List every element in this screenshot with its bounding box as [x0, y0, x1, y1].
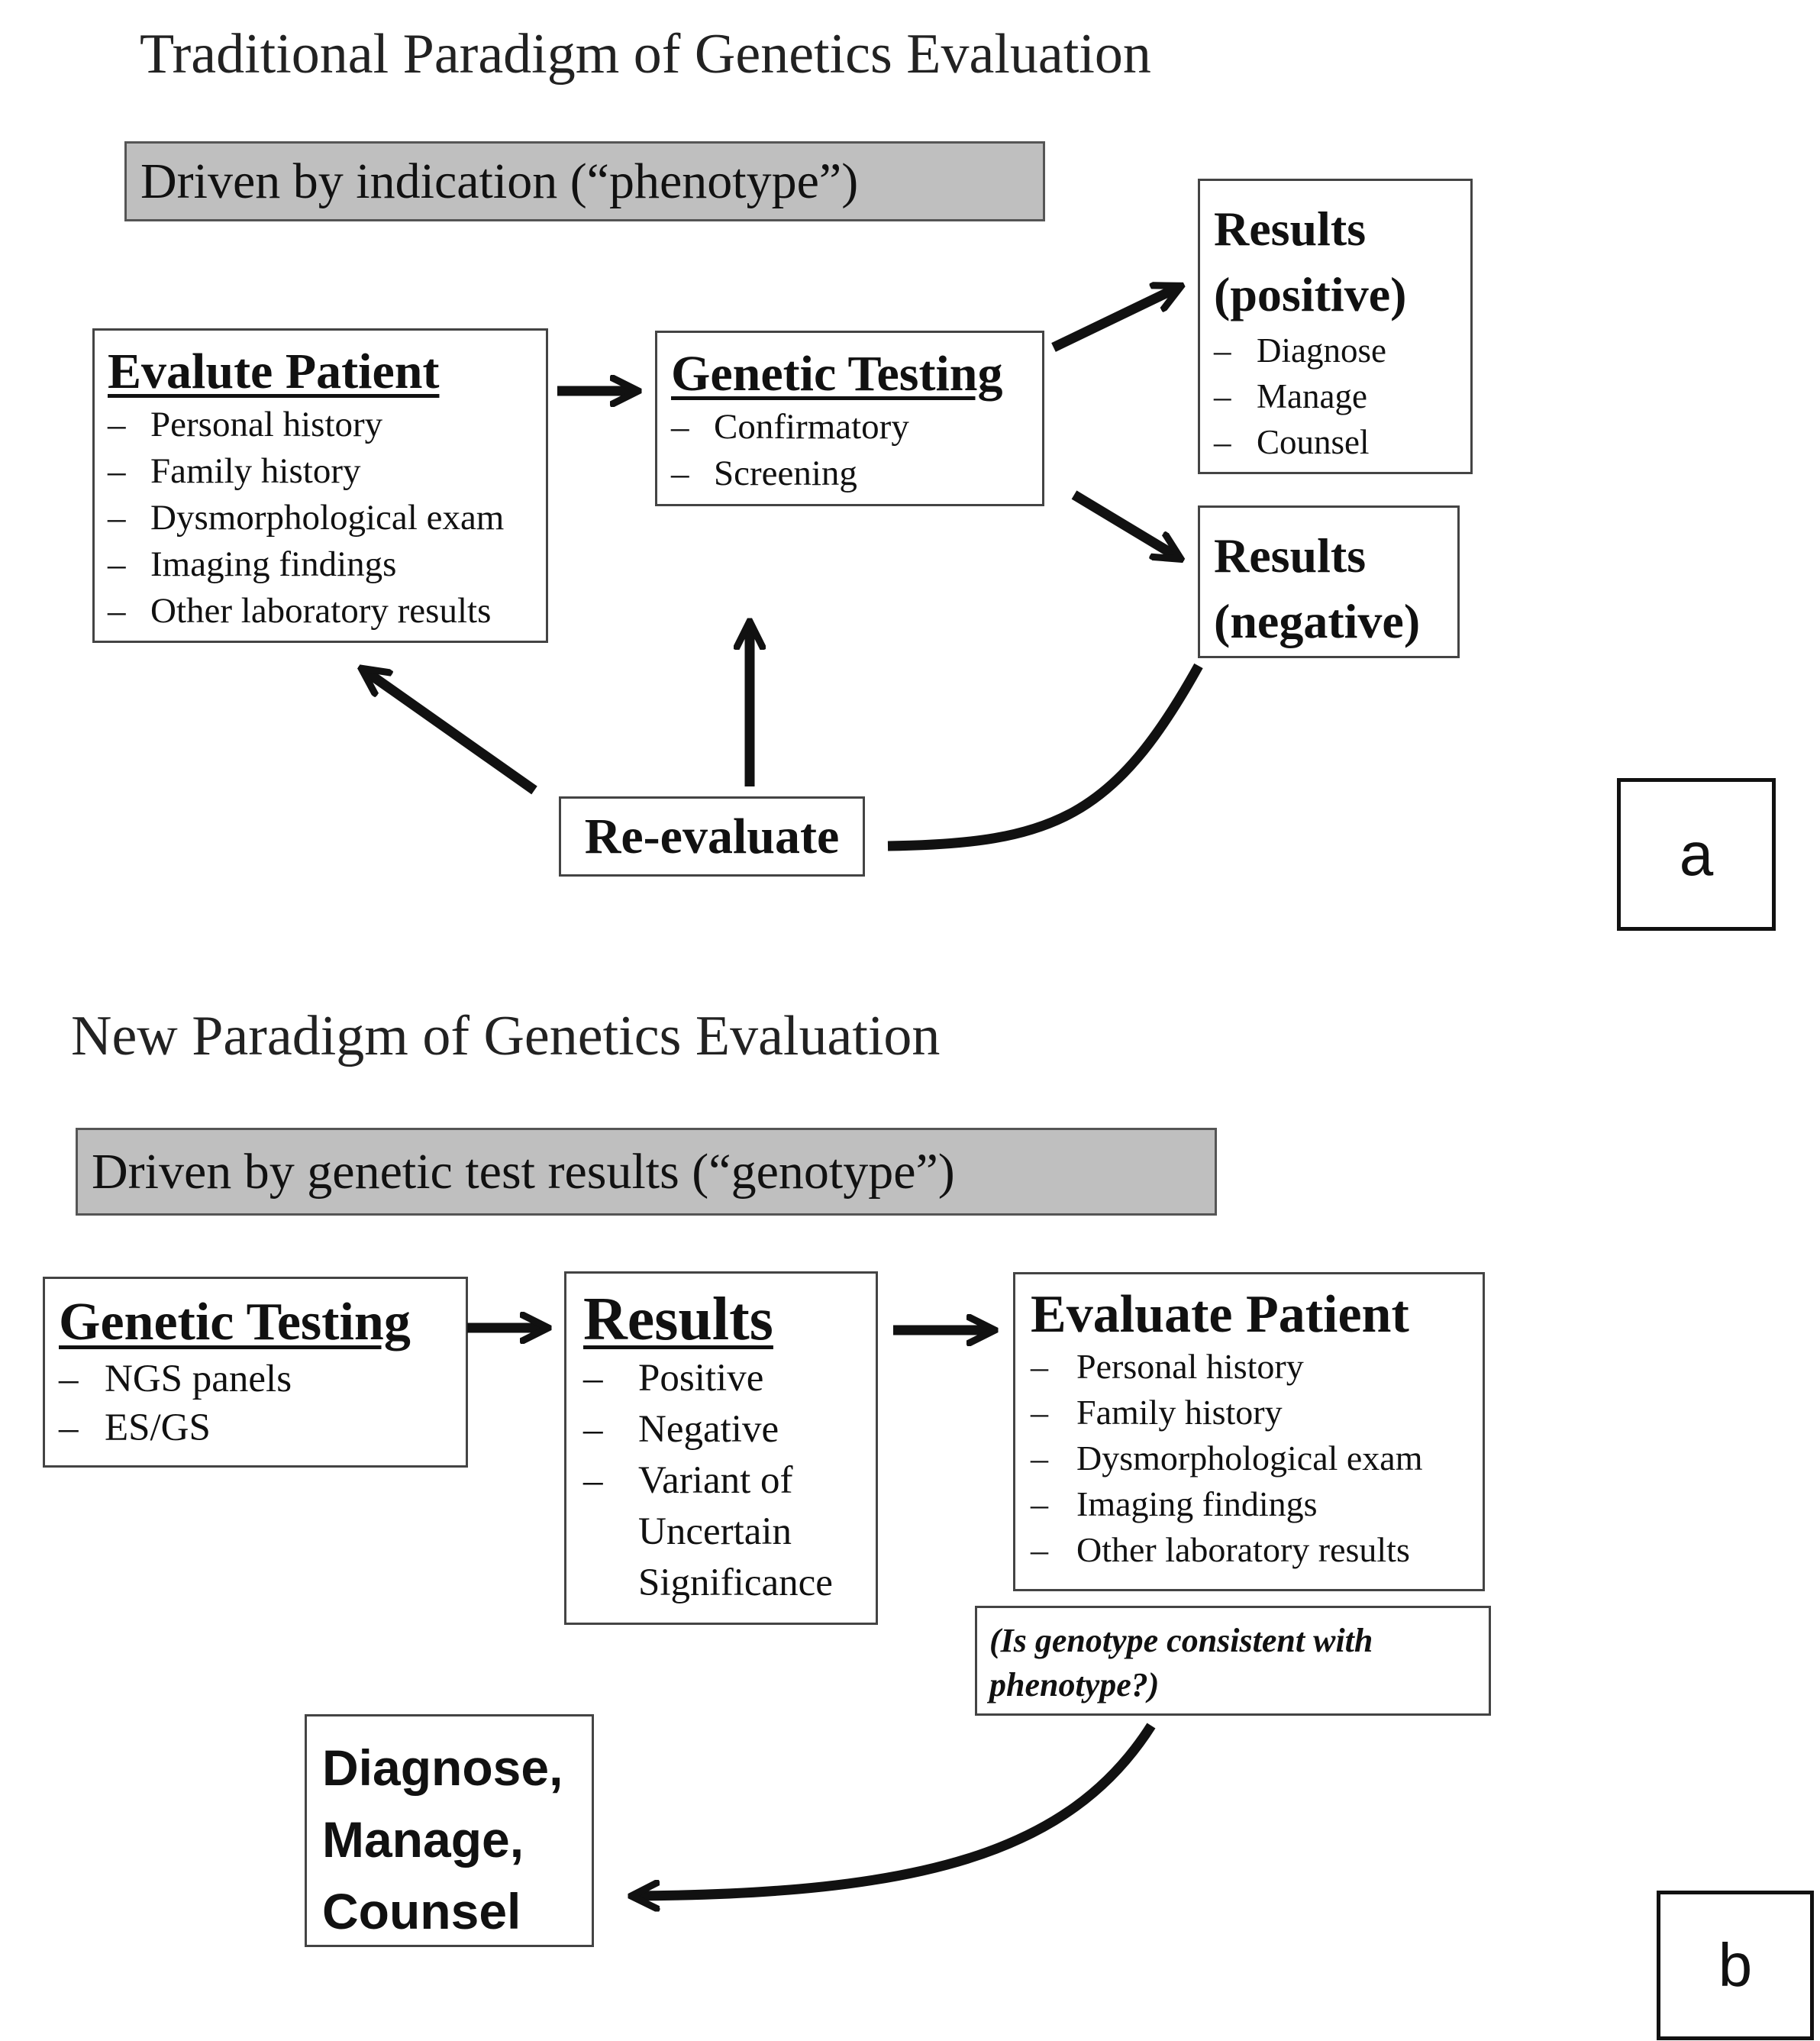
- outcome-box: Diagnose, Manage, Counsel: [305, 1714, 594, 1947]
- arrow-negative-to-reevaluate: [887, 663, 1203, 851]
- panel-label-b: b: [1657, 1891, 1814, 2040]
- list-item: Diagnose: [1214, 328, 1470, 373]
- arrow-testing-to-negative: [1071, 490, 1176, 556]
- list-item-continued: Uncertain: [638, 1510, 792, 1553]
- arrow-reevaluate-to-evaluate: [366, 672, 537, 795]
- panel-b-title: New Paradigm of Genetics Evaluation: [71, 1005, 941, 1067]
- list-item: NGS panels: [59, 1355, 466, 1403]
- outcome-line-diagnose: Diagnose,: [322, 1739, 563, 1796]
- genetic-testing-heading-a: Genetic Testing: [671, 346, 1003, 402]
- arrow-testing-to-positive: [1051, 289, 1176, 352]
- arrow-question-to-outcome: [637, 1723, 1156, 1896]
- list-item: Counsel: [1214, 419, 1470, 465]
- results-positive-box: Results (positive) Diagnose Manage Couns…: [1198, 179, 1473, 474]
- results-negative-heading-line1: Results: [1214, 528, 1367, 583]
- list-item: Dysmorphological exam: [108, 495, 546, 541]
- results-negative-heading-line2: (negative): [1214, 594, 1421, 648]
- genetic-testing-list-a: Confirmatory Screening: [671, 404, 1042, 497]
- list-item: Negative: [583, 1404, 876, 1455]
- panel-b-banner: Driven by genetic test results (“genotyp…: [76, 1128, 1217, 1216]
- list-item: Other laboratory results: [1031, 1527, 1483, 1573]
- list-item: Variant of: [583, 1455, 876, 1507]
- evaluate-patient-heading-b: Evaluate Patient: [1031, 1285, 1409, 1344]
- results-positive-heading-line2: (positive): [1214, 267, 1407, 321]
- list-item-continued: Significance: [638, 1561, 833, 1604]
- genetic-testing-box-a: Genetic Testing Confirmatory Screening: [655, 331, 1044, 506]
- list-item: Screening: [671, 451, 1042, 497]
- genotype-question-box: (Is genotype consistent with phenotype?): [975, 1606, 1491, 1716]
- panel-a-banner: Driven by indication (“phenotype”): [124, 141, 1045, 221]
- results-negative-box: Results (negative): [1198, 505, 1460, 658]
- evaluate-patient-box-b: Evaluate Patient Personal history Family…: [1013, 1272, 1485, 1591]
- results-box-b: Results Positive Negative Variant of Unc…: [564, 1271, 878, 1625]
- evaluate-patient-heading-a: Evalute Patient: [108, 344, 440, 399]
- list-item: Positive: [583, 1353, 876, 1404]
- evaluate-patient-box-a: Evalute Patient Personal history Family …: [92, 328, 548, 643]
- list-item: ES/GS: [59, 1403, 466, 1452]
- list-item: Confirmatory: [671, 404, 1042, 451]
- list-item: Family history: [1031, 1390, 1483, 1435]
- outcome-line-manage: Manage,: [322, 1811, 524, 1868]
- reevaluate-box: Re-evaluate: [559, 796, 865, 877]
- list-item: Other laboratory results: [108, 588, 546, 635]
- evaluate-patient-list-a: Personal history Family history Dysmorph…: [108, 402, 546, 635]
- evaluate-patient-list-b: Personal history Family history Dysmorph…: [1031, 1344, 1483, 1573]
- results-list-b: Positive Negative Variant of Uncertain S…: [583, 1353, 876, 1609]
- genetic-testing-list-b: NGS panels ES/GS: [59, 1355, 466, 1452]
- list-item: Imaging findings: [108, 541, 546, 588]
- list-item: Personal history: [108, 402, 546, 448]
- list-item: Personal history: [1031, 1344, 1483, 1390]
- list-item: Family history: [108, 448, 546, 495]
- panel-a-title: Traditional Paradigm of Genetics Evaluat…: [140, 23, 1151, 86]
- genetic-testing-box-b: Genetic Testing NGS panels ES/GS: [43, 1277, 468, 1468]
- results-positive-heading-line1: Results: [1214, 202, 1367, 256]
- list-item: Imaging findings: [1031, 1481, 1483, 1527]
- genetic-testing-heading-b: Genetic Testing: [59, 1293, 411, 1352]
- results-positive-list: Diagnose Manage Counsel: [1214, 328, 1470, 465]
- outcome-line-counsel: Counsel: [322, 1883, 521, 1939]
- results-heading-b: Results: [583, 1286, 773, 1353]
- list-item: Manage: [1214, 373, 1470, 419]
- list-item: Dysmorphological exam: [1031, 1435, 1483, 1481]
- panel-label-a: a: [1617, 778, 1776, 931]
